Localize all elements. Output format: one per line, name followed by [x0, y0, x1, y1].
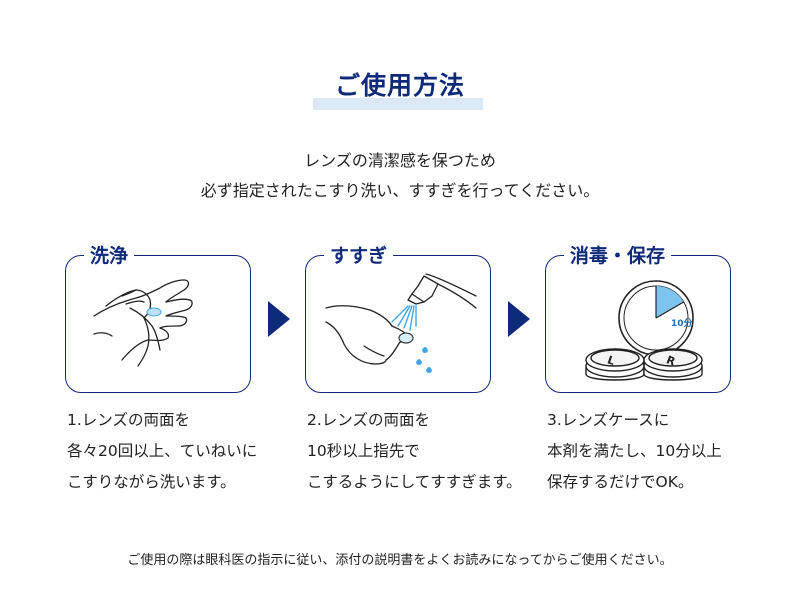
- step-card-rinse: [305, 255, 491, 393]
- step-desc-line: 各々20回以上、ていねいに: [67, 442, 258, 460]
- step-desc-line: こすりながら洗います。: [67, 473, 236, 491]
- step-desc-disinfect: 3.レンズケースに 本剤を満たし、10分以上 保存するだけでOK。: [547, 405, 722, 498]
- step-desc-line: 2.レンズの両面を: [307, 411, 430, 429]
- title-highlight: [313, 98, 483, 110]
- step-label-wash: 洗浄: [84, 244, 135, 268]
- lens-case-timer-icon: 10分 L R: [585, 280, 703, 381]
- footer-note: ご使用の際は眼科医の指示に従い、添付の説明書をよくお読みになってからご使用くださ…: [127, 553, 673, 568]
- step-desc-line: 3.レンズケースに: [547, 411, 670, 429]
- step-desc-line: こするようにしてすすぎます。: [307, 473, 522, 491]
- step-desc-line: 1.レンズの両面を: [67, 411, 190, 429]
- step-label-rinse: すすぎ: [324, 244, 394, 268]
- intro-line-2: 必ず指定されたこすり洗い、すすぎを行ってください。: [200, 181, 600, 200]
- step-desc-line: 本剤を満たし、10分以上: [547, 442, 722, 460]
- page-title: ご使用方法: [334, 71, 465, 100]
- step-arrow-icon: [268, 301, 290, 337]
- hands-washing-icon: [93, 279, 193, 367]
- title-wrap: ご使用方法: [0, 66, 800, 102]
- step-desc-wash: 1.レンズの両面を 各々20回以上、ていねいに こすりながら洗います。: [67, 405, 257, 498]
- timer-label: 10分: [671, 317, 693, 329]
- case-letter-left: L: [606, 353, 617, 368]
- step-card-wash: [65, 255, 251, 393]
- intro-line-1: レンズの清潔感を保つため: [304, 151, 496, 170]
- step-label-disinfect: 消毒・保存: [564, 244, 672, 268]
- step-desc-rinse: 2.レンズの両面を 10秒以上指先で こするようにしてすすぎます。: [307, 405, 522, 498]
- rinsing-hand-icon: [325, 273, 477, 373]
- step-arrow-icon: [508, 301, 530, 337]
- step-desc-line: 保存するだけでOK。: [547, 473, 694, 491]
- intro-text: レンズの清潔感を保つため 必ず指定されたこすり洗い、すすぎを行ってください。: [0, 146, 800, 206]
- step-desc-line: 10秒以上指先で: [307, 442, 420, 460]
- step-card-disinfect: 10分 L R: [545, 255, 731, 393]
